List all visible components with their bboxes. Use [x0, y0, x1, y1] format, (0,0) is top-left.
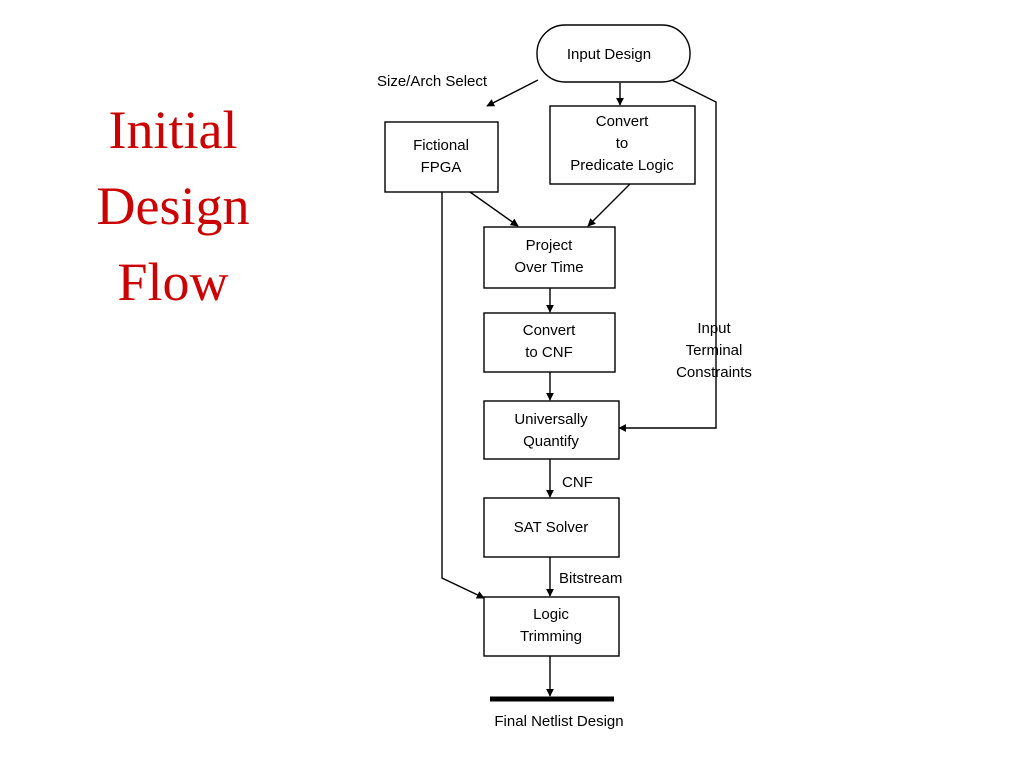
node-label: Convert: [523, 322, 576, 339]
edge-input-to-universally-quantify: [618, 79, 717, 432]
edge-label-bitstream: Bitstream: [559, 570, 622, 587]
node-label: Quantify: [523, 433, 579, 450]
edge-input-to-fictional-fpga: [486, 79, 539, 107]
node-logic-trimming: Logic Trimming: [483, 596, 620, 657]
slide-title-line: Initial: [108, 100, 238, 160]
node-label: to CNF: [525, 344, 573, 361]
edge-fictional-fpga-to-project: [469, 191, 519, 227]
node-label: Fictional: [413, 137, 469, 154]
edge-label-input-terminal-constraints: Input Terminal Constraints: [676, 320, 752, 381]
node-label: SAT Solver: [514, 519, 588, 536]
node-project-over-time: Project Over Time: [483, 226, 616, 289]
final-netlist-label: Final Netlist Design: [494, 713, 623, 730]
node-input-design: Input Design: [536, 24, 691, 83]
slide-title: Initial Design Flow: [68, 92, 278, 320]
edge-fictional-fpga-to-logic-trimming: [441, 192, 485, 599]
node-sat-solver: SAT Solver: [483, 497, 620, 558]
node-label: to: [616, 135, 629, 152]
node-fictional-fpga: Fictional FPGA: [384, 121, 499, 193]
node-label: Project: [526, 237, 574, 254]
node-label: Universally: [514, 411, 588, 428]
node-label: Over Time: [514, 259, 583, 276]
edge-label-line: Constraints: [676, 364, 752, 381]
node-label: Convert: [596, 113, 649, 130]
slide-title-line: Design: [96, 176, 250, 236]
node-label: Trimming: [520, 628, 582, 645]
node-label: Logic: [533, 606, 569, 623]
node-label: FPGA: [421, 159, 462, 176]
node-universally-quantify: Universally Quantify: [483, 400, 620, 460]
edge-label-line: Terminal: [686, 342, 743, 359]
slide-title-line: Flow: [117, 252, 229, 312]
edge-label-cnf: CNF: [562, 474, 593, 491]
node-label: Input Design: [567, 46, 651, 63]
node-convert-to-cnf: Convert to CNF: [483, 312, 616, 373]
edge-label-size-arch-select: Size/Arch Select: [377, 73, 488, 90]
edge-label-line: Input: [697, 320, 731, 337]
edge-convert-predicate-to-project: [587, 183, 631, 227]
node-label: Predicate Logic: [570, 157, 674, 174]
node-convert-predicate-logic: Convert to Predicate Logic: [549, 105, 696, 185]
